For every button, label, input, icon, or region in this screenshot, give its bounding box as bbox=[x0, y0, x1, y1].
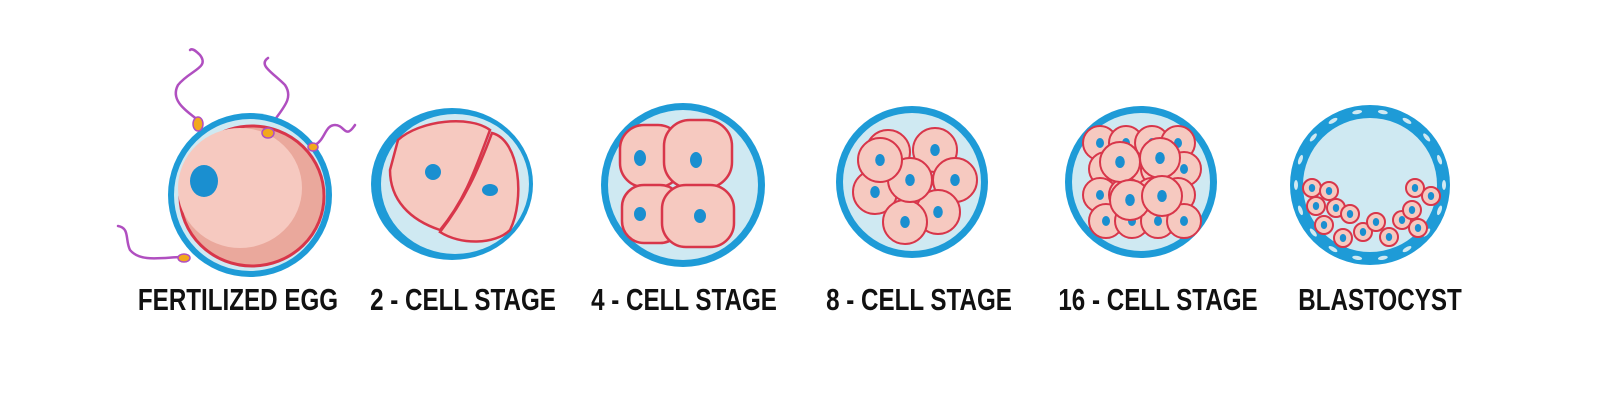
label-8-cell-stage: 8 - CELL STAGE bbox=[826, 282, 1012, 317]
nucleus bbox=[1408, 206, 1416, 214]
trophoblast-nucleus bbox=[1309, 228, 1317, 237]
nucleus bbox=[1312, 202, 1320, 210]
nucleus bbox=[1325, 187, 1333, 195]
nucleus bbox=[190, 165, 218, 197]
sperm-tails bbox=[116, 47, 357, 260]
trophoblast-nucleus bbox=[1377, 255, 1388, 261]
nucleus bbox=[875, 154, 885, 166]
trophoblast-nucleus bbox=[1352, 255, 1363, 261]
nucleus bbox=[1372, 218, 1380, 226]
nucleus bbox=[1414, 224, 1422, 232]
trophoblast-nucleus bbox=[1436, 154, 1443, 165]
nucleus bbox=[950, 174, 960, 186]
nucleus bbox=[1154, 216, 1162, 226]
trophoblast-nucleus bbox=[1436, 205, 1443, 216]
trophoblast-nucleus bbox=[1402, 117, 1412, 124]
blastocyst-illustration bbox=[1290, 105, 1450, 265]
trophoblast-nucleus bbox=[1328, 246, 1338, 253]
nucleus bbox=[1180, 216, 1188, 226]
label-2-cell-stage: 2 - CELL STAGE bbox=[370, 282, 556, 317]
sperm-heads bbox=[177, 116, 319, 263]
nucleus bbox=[1359, 228, 1367, 236]
trophoblast-nucleus bbox=[1309, 133, 1317, 142]
sixteen-cell-illustration bbox=[1065, 106, 1217, 258]
nucleus bbox=[1385, 233, 1393, 241]
fertilized-egg-illustration bbox=[116, 47, 357, 277]
nucleus bbox=[870, 186, 880, 198]
nucleus bbox=[1155, 152, 1165, 164]
nucleus bbox=[1125, 194, 1135, 206]
trophoblast-nucleus bbox=[1328, 117, 1338, 124]
nucleus bbox=[1411, 184, 1419, 192]
trophoblast-nucleus bbox=[1423, 133, 1431, 142]
nucleus bbox=[1157, 190, 1167, 202]
trophoblast-nucleus bbox=[1352, 109, 1363, 115]
eight-cell-illustration bbox=[836, 106, 988, 258]
nucleus bbox=[1320, 221, 1328, 229]
two-cell-illustration bbox=[371, 108, 533, 260]
nucleus bbox=[1096, 190, 1104, 200]
nucleus bbox=[905, 174, 915, 186]
trophoblast-nucleus bbox=[1377, 109, 1388, 115]
label-fertilized-egg: FERTILIZED EGG bbox=[137, 282, 339, 317]
nucleus bbox=[1346, 210, 1354, 218]
trophoblast-nucleus bbox=[1442, 180, 1446, 190]
nucleus bbox=[1102, 216, 1110, 226]
trophoblast-nucleus bbox=[1294, 180, 1298, 190]
nucleus bbox=[1096, 138, 1104, 148]
nucleus bbox=[933, 206, 943, 218]
label-4-cell-stage: 4 - CELL STAGE bbox=[591, 282, 777, 317]
nucleus bbox=[1180, 164, 1188, 174]
nucleus bbox=[930, 144, 940, 156]
nucleus bbox=[1339, 234, 1347, 242]
nucleus bbox=[1427, 192, 1435, 200]
nucleus bbox=[900, 216, 910, 228]
label-blastocyst: BLASTOCYST bbox=[1298, 282, 1462, 317]
nucleus bbox=[1332, 204, 1340, 212]
nucleus bbox=[1115, 156, 1125, 168]
trophoblast-nucleus bbox=[1297, 154, 1304, 165]
four-cell-illustration bbox=[601, 103, 765, 267]
trophoblast-nucleus bbox=[1297, 205, 1304, 216]
nucleus bbox=[1308, 184, 1316, 192]
trophoblast-nucleus bbox=[1402, 246, 1412, 253]
label-16-cell-stage: 16 - CELL STAGE bbox=[1058, 282, 1258, 317]
nucleus bbox=[1398, 216, 1406, 224]
